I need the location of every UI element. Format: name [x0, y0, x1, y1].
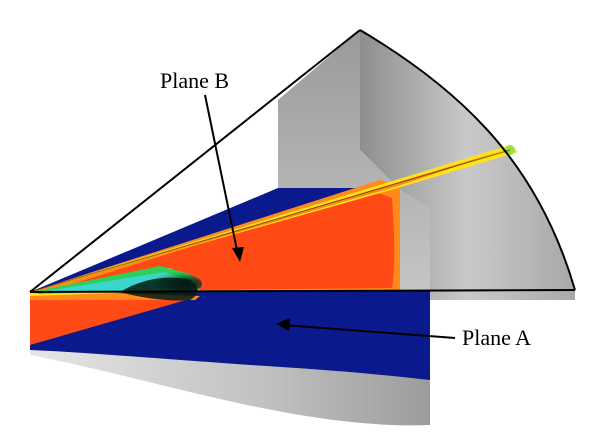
plane-a-red-wedge: [30, 290, 200, 345]
plane-b-arrowhead: [232, 247, 244, 262]
plane-a-arrowhead: [276, 318, 290, 331]
wake-dark: [120, 277, 198, 301]
plane-b-arrow: [204, 94, 239, 256]
domain-edge-fine: [29, 149, 511, 293]
plane-b-red: [60, 190, 395, 290]
plane-b-label: Plane B: [160, 68, 229, 93]
plane-a-label: Plane A: [462, 325, 531, 350]
plane-a-arrow: [282, 324, 456, 339]
domain-outline: [29, 29, 576, 293]
upper-strip-yellow: [30, 145, 518, 292]
